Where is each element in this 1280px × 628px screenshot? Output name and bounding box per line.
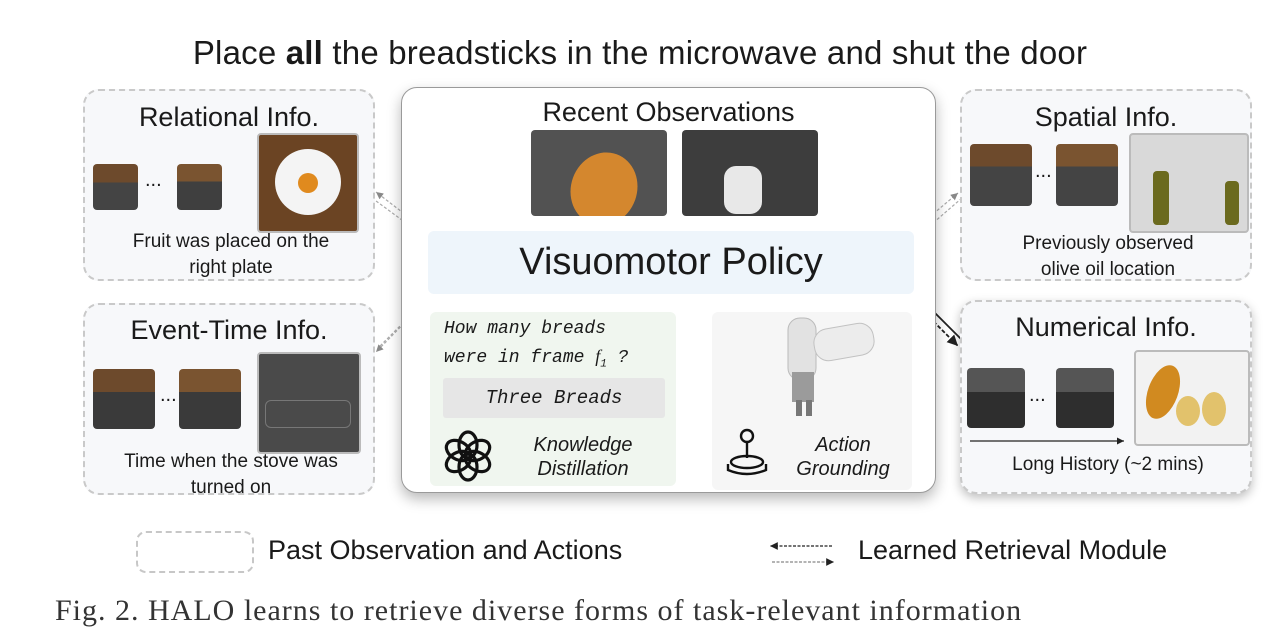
openai-logo-icon <box>444 430 492 482</box>
spatial-info-caption: Previously observed olive oil location <box>1022 233 1194 280</box>
robot-frame-thumbnail <box>93 369 155 429</box>
ellipsis: ... <box>1035 160 1052 182</box>
arrow-spatial-out <box>913 192 959 231</box>
robot-frame-thumbnail <box>970 144 1032 206</box>
figure-caption-fragment: Fig. 2. HALO learns to retrieve diverse … <box>55 594 1023 627</box>
knowledge-distillation-label: Knowledge Distillation <box>533 434 633 480</box>
robot-frame-thumbnail <box>177 164 222 210</box>
instruction-title: Place all the breadsticks in the microwa… <box>0 34 1280 72</box>
relational-info-caption: Fruit was placed on the right plate <box>132 231 330 278</box>
joystick-icon <box>726 428 768 476</box>
robot-frame-thumbnail <box>967 368 1025 428</box>
ellipsis: ... <box>145 169 162 191</box>
robot-frame-thumbnail <box>179 369 241 429</box>
robot-frame-thumbnail <box>1056 368 1114 428</box>
robot-arm-image <box>787 317 875 416</box>
legend-dashed-box <box>136 531 254 573</box>
stove-closeup-image <box>257 352 361 454</box>
title-bold-word: all <box>285 34 324 71</box>
robot-frame-thumbnail <box>1056 144 1118 206</box>
recent-observation-image-1 <box>531 130 667 216</box>
robot-frame-thumbnail <box>93 164 138 210</box>
numerical-info-title: Numerical Info. <box>1015 312 1197 342</box>
numerical-info-panel: Numerical Info. ... Long History (~2 min… <box>960 300 1252 494</box>
bidirectional-arrow-icon <box>770 542 834 566</box>
legend-past-observation: Past Observation and Actions <box>268 535 623 565</box>
question-line-2: were in frame f1 ? <box>444 346 629 371</box>
history-timeline-arrow <box>970 437 1124 445</box>
question-line-1: How many breads <box>444 319 607 339</box>
event-time-info-caption: Time when the stove was turned on <box>124 451 338 498</box>
numerical-info-caption: Long History (~2 mins) <box>1012 454 1204 475</box>
policy-label: Visuomotor Policy <box>519 241 823 283</box>
relational-info-title: Relational Info. <box>138 102 320 132</box>
recent-observations-title: Recent Observations <box>542 97 795 127</box>
olive-oil-closeup-image <box>1129 133 1249 233</box>
bread-closeup-image <box>1134 350 1250 446</box>
relational-info-panel: Relational Info. ... Fruit was placed on… <box>83 89 375 281</box>
plate-closeup-image <box>257 133 359 233</box>
recent-observation-image-2 <box>682 130 818 216</box>
policy-bar <box>428 231 914 294</box>
title-suffix: the breadsticks in the microwave and shu… <box>323 34 1088 71</box>
answer-box: Three Breads <box>443 378 665 418</box>
event-time-info-panel: Event-Time Info. ... Time when the stove… <box>83 303 375 498</box>
action-grounding-label: Action Grounding <box>796 434 890 480</box>
event-time-info-title: Event-Time Info. <box>130 315 328 345</box>
spatial-info-title: Spatial Info. <box>1034 102 1178 132</box>
ellipsis: ... <box>1029 384 1046 406</box>
ellipsis: ... <box>160 384 177 406</box>
arrow-relational-in <box>371 197 426 238</box>
title-prefix: Place <box>192 34 286 71</box>
legend-retrieval-module: Learned Retrieval Module <box>858 535 1168 565</box>
spatial-info-panel: Spatial Info. ... Previously observed ol… <box>960 89 1252 281</box>
